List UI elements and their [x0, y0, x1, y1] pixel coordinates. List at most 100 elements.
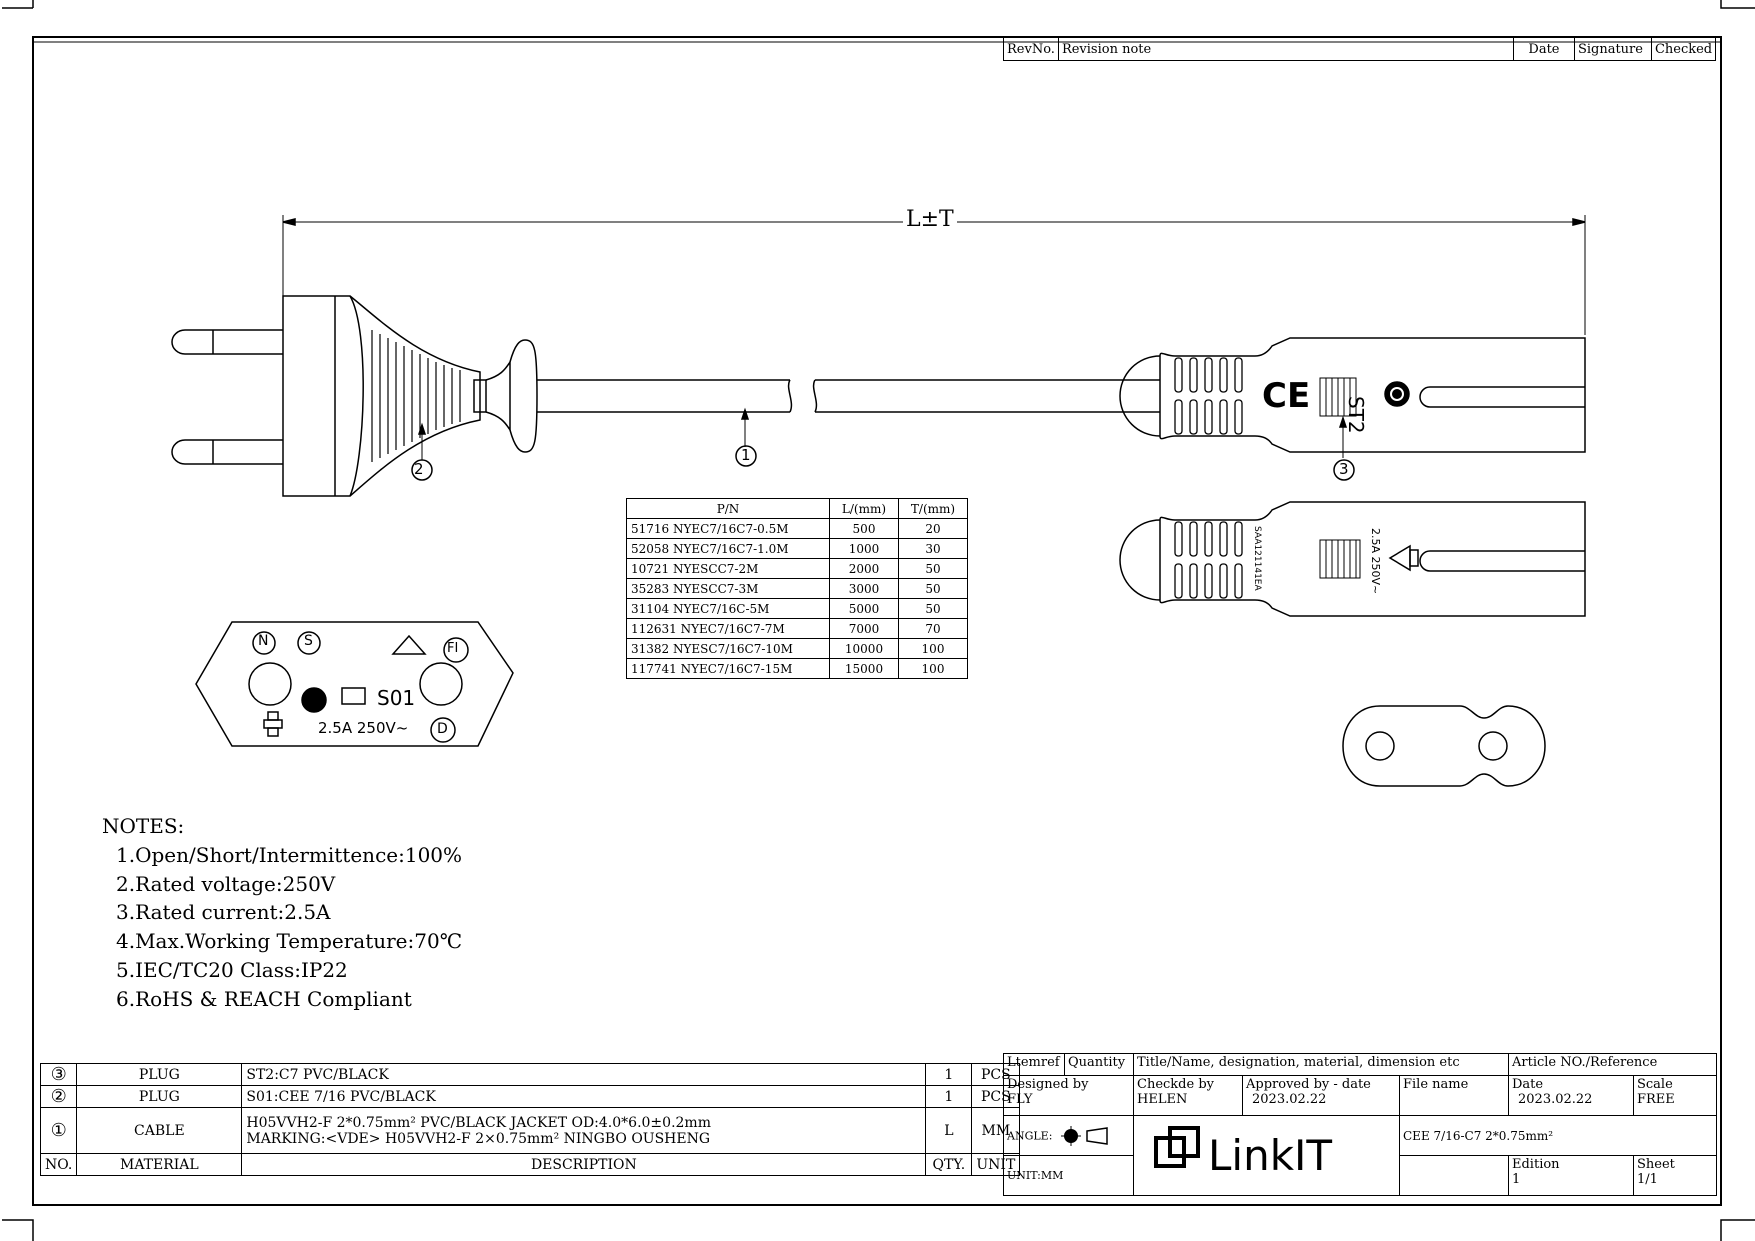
- sheet-cell: Sheet 1/1: [1633, 1155, 1717, 1196]
- scale-label: Scale: [1637, 1077, 1673, 1092]
- table-row: ③ PLUG ST2:C7 PVC/BLACK 1 PCS: [39, 1063, 1021, 1086]
- tolerance-cell: 20: [898, 518, 968, 539]
- article-header: Article NO./Reference: [1508, 1053, 1717, 1076]
- plug-rating: 2.5A 250V~: [318, 719, 409, 737]
- note-item: 4.Max.Working Temperature:70℃: [116, 929, 463, 954]
- revision-table: RevNo. Revision note Date Signature Chec…: [1003, 37, 1717, 61]
- note-item: 1.Open/Short/Intermittence:100%: [116, 842, 463, 867]
- rev-note-header: Revision note: [1057, 37, 1514, 61]
- note-item: 2.Rated voltage:250V: [116, 871, 336, 896]
- bom-no: ②: [39, 1085, 78, 1108]
- blank-cell: [1399, 1155, 1509, 1196]
- checked-value: HELEN: [1137, 1092, 1188, 1107]
- designed-value: FLY: [1007, 1092, 1033, 1107]
- length-tolerance-label: L±T: [903, 207, 957, 232]
- mark-d: D: [437, 721, 448, 737]
- length-cell: 7000: [829, 618, 899, 639]
- tolerance-cell: 50: [898, 598, 968, 619]
- edition-value: 1: [1512, 1172, 1521, 1187]
- c7-connector-top-view: [1119, 337, 1586, 453]
- tolerance-cell: 50: [898, 558, 968, 579]
- bom-qty: 1: [925, 1063, 973, 1086]
- approved-cell: Approved by - date 2023.02.22: [1242, 1075, 1400, 1116]
- balloon-3-label: 3: [1339, 460, 1349, 478]
- length-cell: 15000: [829, 658, 899, 679]
- sheet-value: 1/1: [1637, 1172, 1658, 1187]
- balloon-1-label: 1: [741, 446, 751, 464]
- edition-label: Edition: [1512, 1157, 1560, 1172]
- bom-qty: L: [925, 1107, 973, 1154]
- length-cell: 500: [829, 518, 899, 539]
- projection-icon: [1060, 1125, 1108, 1146]
- bom-header-no: NO.: [39, 1153, 78, 1176]
- table-row: ② PLUG S01:CEE 7/16 PVC/BLACK 1 PCS: [39, 1085, 1021, 1108]
- balloon-3: [1333, 459, 1355, 481]
- date-label: Date: [1512, 1077, 1544, 1092]
- pn-cell: 10721 NYESCC7-2M: [626, 558, 830, 579]
- mark-s: S: [304, 633, 313, 649]
- bom-description: H05VVH2-F 2*0.75mm² PVC/BLACK JACKET OD:…: [241, 1107, 927, 1154]
- pn-cell: 35283 NYESCC7-3M: [626, 578, 830, 599]
- c7-socket-face: [1342, 705, 1546, 787]
- approved-value: 2023.02.22: [1252, 1092, 1327, 1107]
- title-block: Ltemref Quantity Title/Name, designation…: [1003, 1053, 1717, 1196]
- note-item: 5.IEC/TC20 Class:IP22: [116, 957, 348, 982]
- designed-label: Designed by: [1007, 1077, 1089, 1092]
- edition-cell: Edition 1: [1508, 1155, 1634, 1196]
- plug-face-view: [195, 621, 514, 747]
- length-header: L/(mm): [829, 498, 899, 519]
- bom-description: ST2:C7 PVC/BLACK: [241, 1063, 927, 1086]
- rev-no-header: RevNo.: [1003, 37, 1059, 61]
- mark-fi: FI: [447, 641, 459, 656]
- logo-text: LinkIT: [1208, 1131, 1332, 1180]
- tolerance-cell: 100: [898, 658, 968, 679]
- rev-signature-header: Signature: [1573, 37, 1652, 61]
- designed-cell: Designed by FLY: [1003, 1075, 1134, 1116]
- tolerance-cell: 30: [898, 538, 968, 559]
- bill-of-materials: ③ PLUG ST2:C7 PVC/BLACK 1 PCS ② PLUG S01…: [39, 1063, 1021, 1176]
- tolerance-cell: 70: [898, 618, 968, 639]
- rev-date-header: Date: [1512, 37, 1575, 61]
- balloon-2: [411, 459, 433, 481]
- drawing-frame: [32, 36, 1722, 1206]
- bom-header-row: NO. MATERIAL DESCRIPTION QTY. UNIT: [39, 1153, 1021, 1176]
- scale-value: FREE: [1637, 1092, 1675, 1107]
- bom-no: ③: [39, 1063, 78, 1086]
- table-row: ① CABLE H05VVH2-F 2*0.75mm² PVC/BLACK JA…: [39, 1107, 1021, 1154]
- note-item: 6.RoHS & REACH Compliant: [116, 986, 412, 1011]
- tolerance-header: T/(mm): [898, 498, 968, 519]
- mark-n: N: [258, 633, 269, 649]
- bom-description-line: MARKING:<VDE> H05VVH2-F 2×0.75mm² NINGBO…: [246, 1130, 711, 1147]
- pn-cell: 51716 NYEC7/16C7-0.5M: [626, 518, 830, 539]
- linkit-logo: LinkIT: [1153, 1125, 1332, 1180]
- bom-header-material: MATERIAL: [76, 1153, 243, 1176]
- pn-header: P/N: [626, 498, 830, 519]
- bom-description: S01:CEE 7/16 PVC/BLACK: [241, 1085, 927, 1108]
- length-cell: 10000: [829, 638, 899, 659]
- file-name-value: CEE 7/16-C7 2*0.75mm²: [1399, 1115, 1717, 1156]
- length-cell: 1000: [829, 538, 899, 559]
- bom-header-description: DESCRIPTION: [241, 1153, 927, 1176]
- date-value: 2023.02.22: [1518, 1092, 1593, 1107]
- pn-cell: 117741 NYEC7/16C7-15M: [626, 658, 830, 679]
- logo-cell: LinkIT: [1133, 1115, 1400, 1196]
- bom-material: PLUG: [76, 1063, 243, 1086]
- sheet-label: Sheet: [1637, 1157, 1675, 1172]
- angle-cell: ANGLE:: [1003, 1115, 1134, 1156]
- checked-cell: Checkde by HELEN: [1133, 1075, 1243, 1116]
- unit-label: UNIT:MM: [1003, 1155, 1134, 1196]
- bom-material: PLUG: [76, 1085, 243, 1108]
- scale-cell: Scale FREE: [1633, 1075, 1717, 1116]
- pn-cell: 112631 NYEC7/16C7-7M: [626, 618, 830, 639]
- bom-material: CABLE: [76, 1107, 243, 1154]
- plug-code: S01: [377, 686, 416, 710]
- checked-label: Checkde by: [1137, 1077, 1214, 1092]
- title-header: Title/Name, designation, material, dimen…: [1133, 1053, 1509, 1076]
- c7-connector-bottom-view: [1119, 501, 1586, 617]
